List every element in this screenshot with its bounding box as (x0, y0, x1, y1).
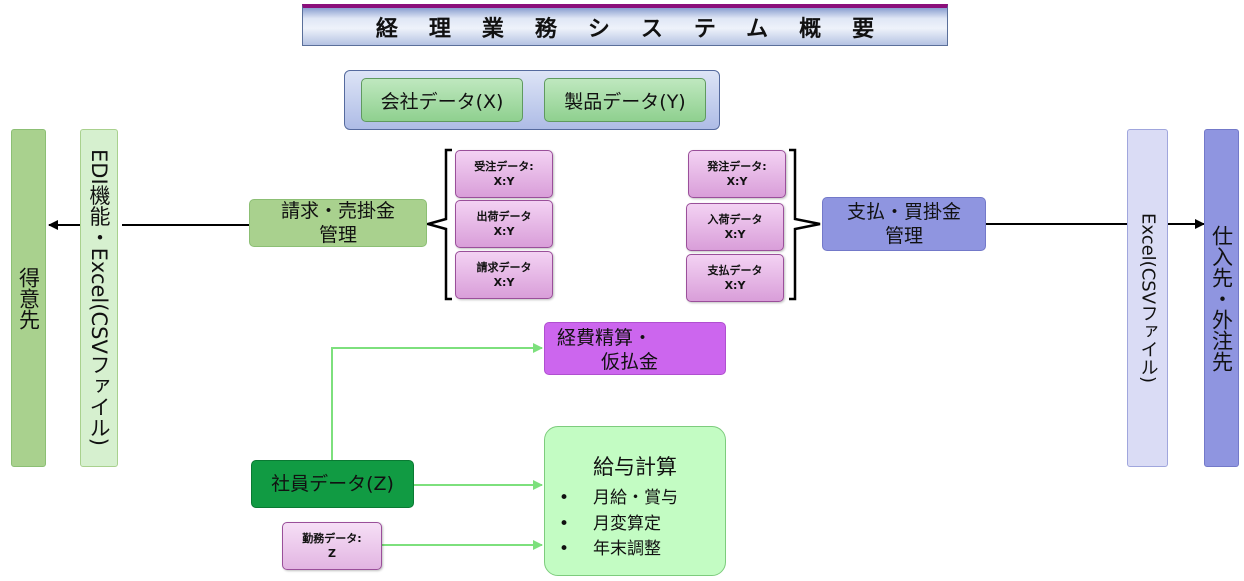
attendance-data-code: Z (328, 547, 336, 560)
payroll-title: 給与計算 (593, 455, 677, 479)
billing-box[interactable]: 請求・売掛金 管理 (249, 199, 427, 247)
payroll-item: • 月給・賞与 (559, 483, 678, 508)
employee-data-box[interactable]: 社員データ(Z) (251, 460, 414, 508)
purchase-order-data-code: X:Y (726, 175, 748, 188)
employee-to-expense-arrow (331, 343, 543, 460)
attendance-data-chip[interactable]: 勤務データ: Z (282, 522, 382, 570)
receiving-data-code: X:Y (724, 228, 746, 241)
payroll-item-label: 年末調整 (593, 539, 661, 559)
billing-chips-brace (423, 148, 452, 301)
payment-data-chip[interactable]: 支払データ X:Y (686, 254, 784, 302)
product-data-box[interactable]: 製品データ(Y) (544, 78, 706, 122)
supplier-label: 仕入先・外注先 (1209, 224, 1234, 372)
attendance-data-name: 勤務データ: (302, 532, 362, 545)
customer-column[interactable]: 得意先 (11, 129, 46, 467)
invoice-data-code: X:Y (493, 276, 515, 289)
supplier-column[interactable]: 仕入先・外注先 (1204, 129, 1239, 467)
payroll-item: • 年末調整 (559, 534, 661, 559)
payroll-item: • 月変算定 (559, 509, 661, 534)
receiving-data-name: 入荷データ (707, 213, 763, 226)
purchase-order-data-name: 発注データ: (707, 160, 767, 173)
shipping-data-chip[interactable]: 出荷データ X:Y (455, 200, 553, 248)
shipping-data-name: 出荷データ (476, 210, 532, 223)
edi-label: EDI機能・Excel(CSVファイル) (87, 149, 111, 447)
payroll-item-label: 月変算定 (593, 514, 661, 534)
billing-line1: 請求・売掛金 (280, 200, 395, 222)
order-data-name: 受注データ: (474, 160, 534, 173)
order-data-code: X:Y (493, 175, 515, 188)
payment-data-name: 支払データ (707, 264, 763, 277)
order-data-chip[interactable]: 受注データ: X:Y (455, 150, 553, 198)
payroll-item-label: 月給・賞与 (593, 488, 678, 508)
customer-label: 得意先 (16, 266, 41, 330)
receiving-data-chip[interactable]: 入荷データ X:Y (686, 203, 784, 251)
excel-label: Excel(CSVファイル) (1137, 212, 1159, 384)
bullet: • (559, 539, 570, 559)
shipping-data-code: X:Y (493, 225, 515, 238)
payment-box[interactable]: 支払・買掛金 管理 (822, 197, 986, 251)
edi-column[interactable]: EDI機能・Excel(CSVファイル) (80, 129, 118, 467)
expense-line1: 経費精算・ (557, 327, 653, 349)
payroll-box[interactable]: 給与計算 • 月給・賞与 • 月変算定 • 年末調整 (544, 426, 726, 576)
expense-box[interactable]: 経費精算・ 仮払金 (544, 322, 726, 375)
purchase-order-data-chip[interactable]: 発注データ: X:Y (688, 150, 786, 198)
company-data-box[interactable]: 会社データ(X) (361, 78, 523, 122)
payment-line1: 支払・買掛金 (846, 201, 961, 223)
page-title: 経理業務システム概要 (302, 4, 948, 46)
payment-line2: 管理 (884, 225, 923, 247)
invoice-data-chip[interactable]: 請求データ X:Y (455, 251, 553, 299)
payment-chips-brace (789, 148, 821, 301)
expense-line2: 仮払金 (601, 351, 659, 373)
excel-column[interactable]: Excel(CSVファイル) (1127, 129, 1168, 467)
invoice-data-name: 請求データ (476, 261, 532, 274)
bullet: • (559, 488, 570, 508)
bullet: • (559, 514, 570, 534)
payment-data-code: X:Y (724, 279, 746, 292)
billing-line2: 管理 (318, 224, 357, 246)
